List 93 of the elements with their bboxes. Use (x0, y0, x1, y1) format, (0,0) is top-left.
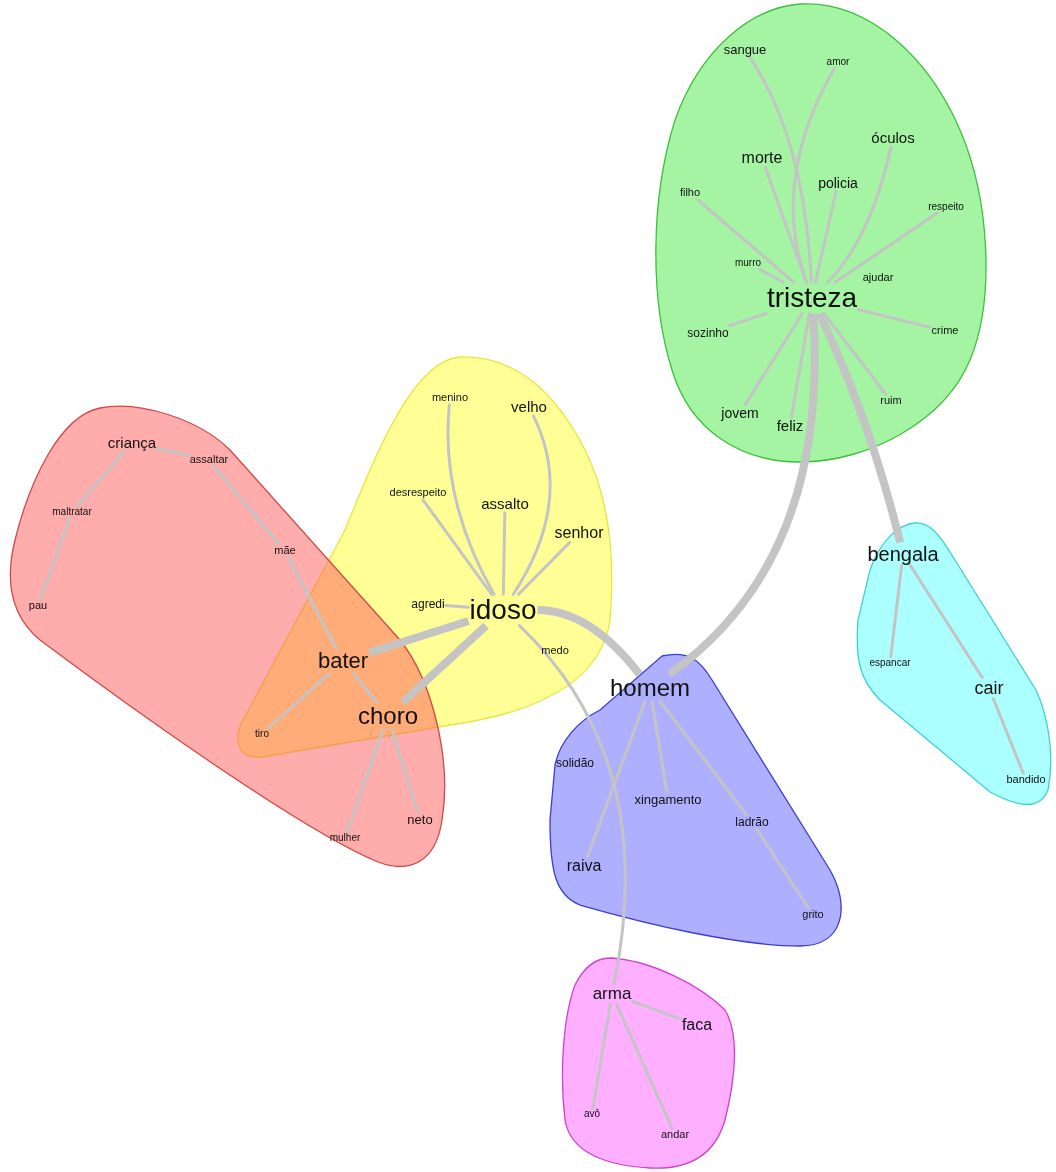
word-label: ruim (880, 395, 902, 407)
word-label: espancar (869, 657, 911, 669)
word-label: bengala (867, 543, 939, 565)
word-label: menino (431, 392, 469, 404)
word-label: choro (358, 703, 418, 729)
cluster-region (549, 653, 843, 947)
word-label: bater (317, 649, 369, 673)
word-label: óculos (871, 130, 915, 146)
word-label: andar (660, 1129, 690, 1141)
word-label: policia (818, 175, 858, 191)
word-label: filho (679, 187, 701, 199)
connection-line (444, 603, 471, 609)
connection-line (833, 211, 939, 284)
word-label: sozinho (687, 326, 729, 340)
connection-line (213, 465, 281, 546)
word-label: desrespeito (389, 487, 447, 499)
word-label: idoso (469, 595, 537, 625)
connection-line (790, 312, 811, 419)
word-label: sangue (723, 43, 767, 57)
word-label: assaltar (189, 454, 229, 466)
word-label: ladrão (735, 815, 769, 829)
word-label: arma (592, 985, 632, 1003)
word-label: feliz (776, 418, 804, 434)
word-label: xingamento (634, 793, 702, 807)
connection-line (728, 312, 768, 328)
connection-line (501, 511, 507, 596)
cluster-region (856, 521, 1052, 805)
connection-line (757, 267, 785, 284)
connection-line (517, 540, 572, 596)
word-label: ajudar (862, 272, 894, 284)
connection-line (351, 672, 379, 704)
cluster-region (561, 957, 735, 1170)
cluster-region (654, 2, 987, 463)
word-label: criança (107, 435, 157, 451)
connection-line (666, 313, 819, 678)
word-label: medo (541, 645, 569, 657)
word-label: morte (741, 149, 783, 167)
connection-line (650, 700, 669, 794)
connection-line (421, 498, 494, 596)
word-label: agredi (411, 597, 445, 611)
connection-line (591, 1002, 612, 1110)
word-label: grito (802, 909, 824, 921)
connection-line (815, 312, 905, 544)
connection-line (696, 198, 796, 284)
connection-line (446, 403, 496, 596)
word-label: neto (407, 813, 433, 827)
connection-line (614, 1002, 674, 1130)
connection-line (763, 165, 808, 284)
connection-line (822, 312, 888, 396)
word-label: avô (583, 1108, 601, 1120)
word-label: solidão (556, 756, 594, 770)
connection-line (390, 728, 420, 814)
word-label: crime (931, 325, 959, 337)
word-label: pau (28, 600, 48, 612)
word-label: mãe (274, 545, 296, 557)
connection-line (856, 307, 933, 329)
connection-line (748, 56, 813, 284)
word-label: senhor (554, 524, 604, 542)
connection-line (287, 556, 338, 650)
word-label: tiro (255, 728, 269, 740)
cluster-region (9, 405, 446, 868)
connection-line (743, 312, 804, 407)
connection-line (38, 516, 72, 601)
word-label: assalto (481, 496, 529, 512)
word-label: respeito (928, 201, 964, 213)
connection-line (826, 145, 893, 284)
word-label: mulher (329, 832, 361, 844)
connection-line (889, 564, 904, 659)
connection-line (658, 700, 748, 817)
connection-line (814, 189, 838, 284)
connection-line (75, 450, 126, 508)
connection-line (630, 999, 683, 1021)
connection-line (537, 606, 643, 677)
connection-line (991, 696, 1025, 775)
connection-line (511, 414, 552, 596)
word-label: jovem (721, 405, 759, 421)
connection-line (586, 700, 647, 859)
word-label: bandido (1006, 774, 1046, 786)
connection-line (267, 672, 331, 730)
word-label: velho (511, 399, 547, 415)
connection-line (155, 447, 191, 458)
word-label: tristeza (766, 283, 858, 313)
word-label: maltratar (52, 506, 92, 518)
connection-line (345, 728, 385, 834)
connection-line (908, 564, 984, 680)
word-label: murro (734, 257, 762, 269)
connection-line (517, 624, 627, 986)
word-label: homem (610, 675, 690, 701)
word-label: amor (826, 56, 850, 68)
word-label: faca (681, 1016, 713, 1034)
connection-line (755, 827, 811, 910)
word-label: raiva (566, 857, 602, 875)
word-label: cair (974, 678, 1004, 698)
